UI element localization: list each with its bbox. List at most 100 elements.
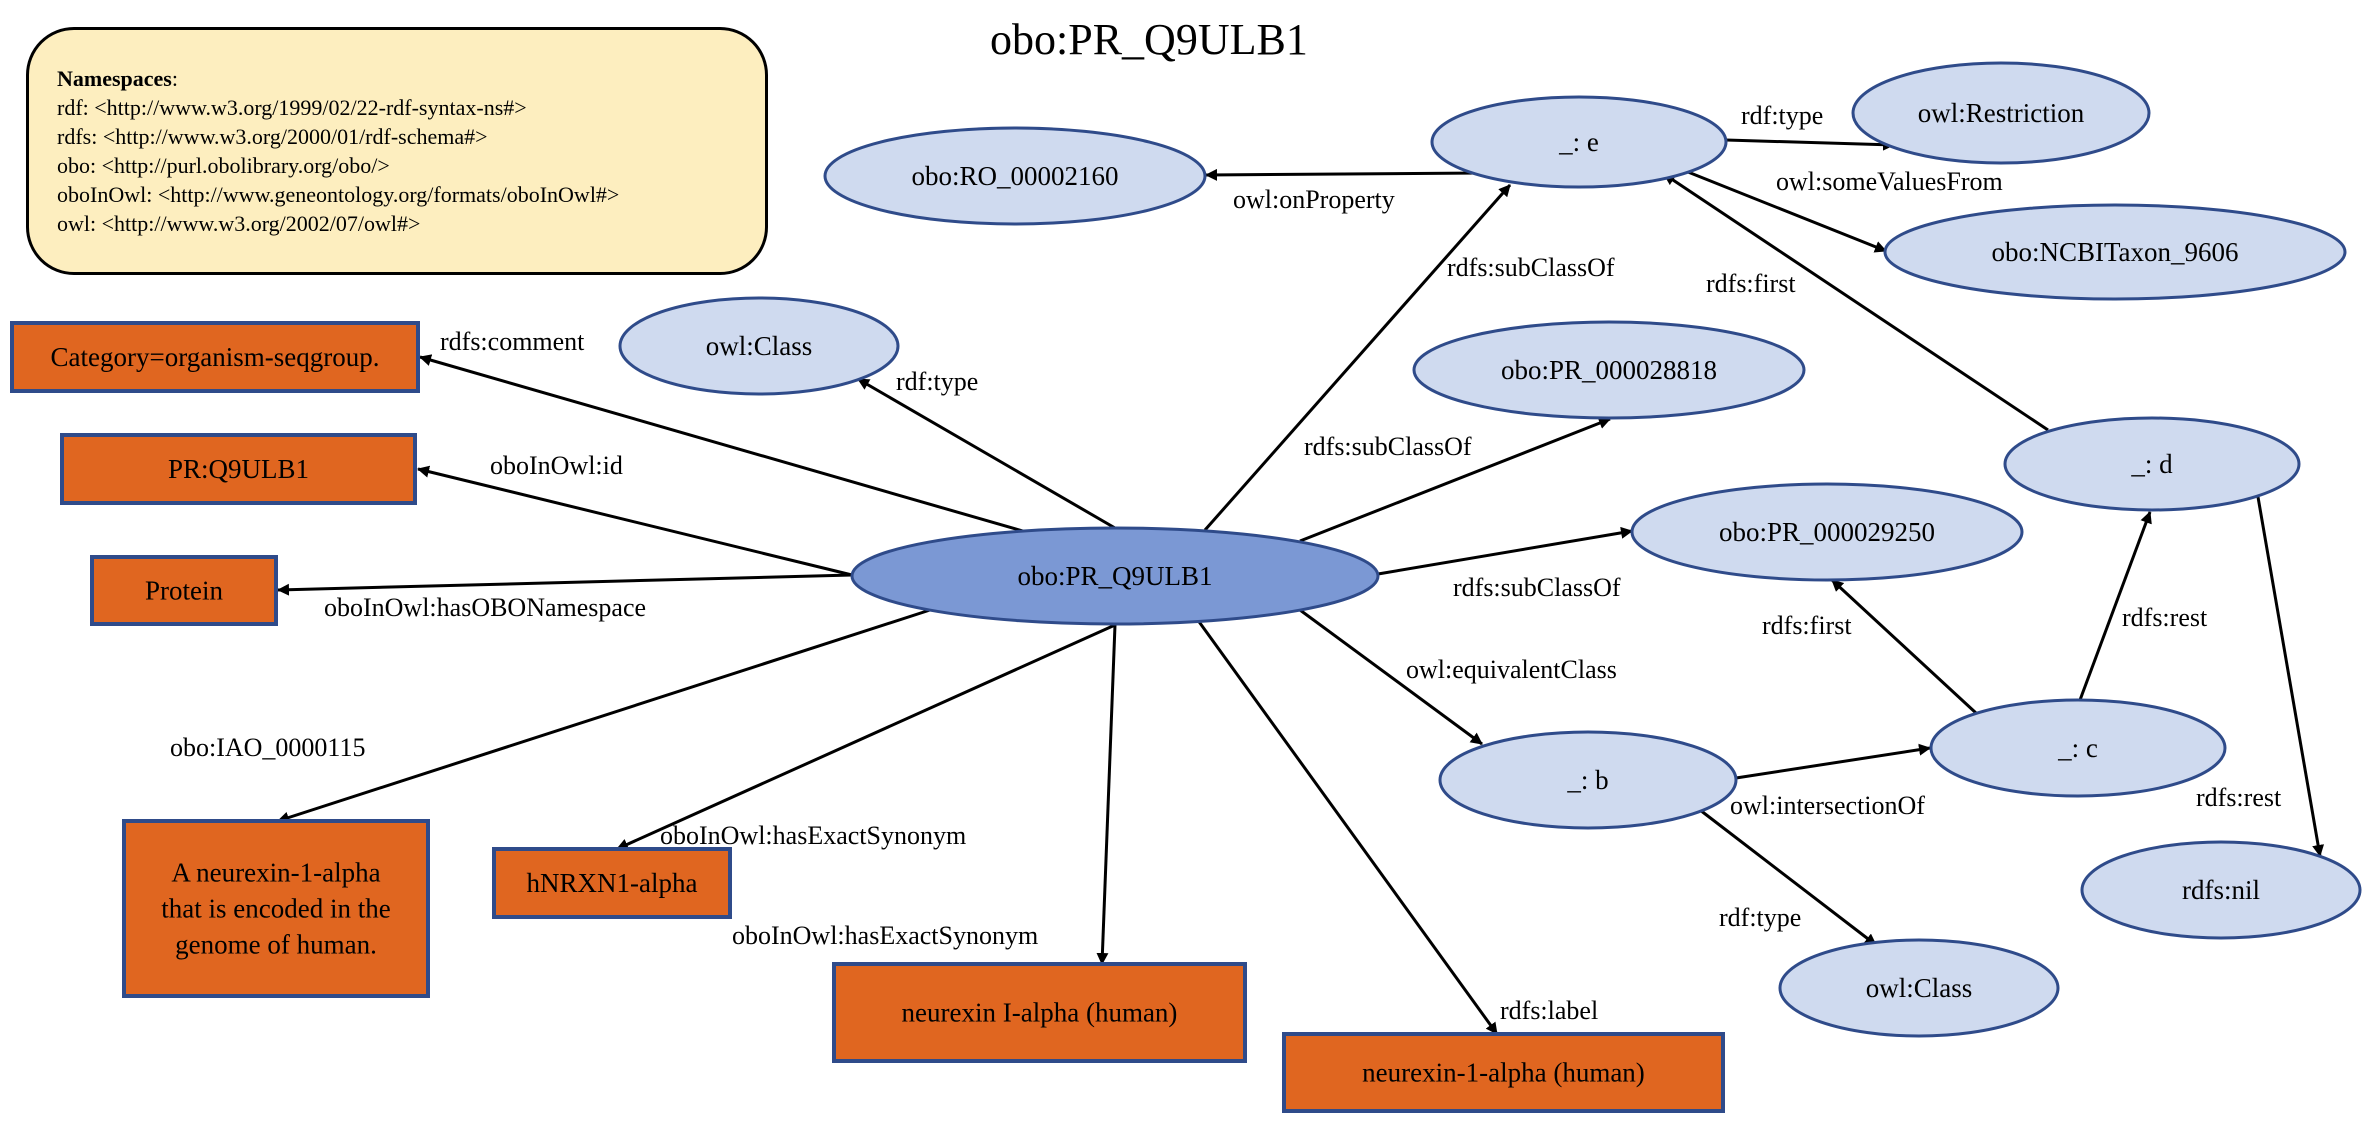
namespace-obo: obo: <http://purl.obolibrary.org/obo/> xyxy=(57,153,390,178)
namespaces-heading: Namespaces: xyxy=(57,66,178,91)
node-c: _: c xyxy=(1929,698,2227,798)
central-node-shape xyxy=(850,526,1380,626)
node-ro: obo:RO_00002160 xyxy=(823,126,1207,226)
node-owlclass2: owl:Class xyxy=(1778,938,2060,1038)
literal-node-shape xyxy=(832,962,1247,1063)
edge-d-to-nil xyxy=(2256,496,2325,857)
literal-node-shape xyxy=(1282,1032,1725,1113)
resource-node-shape xyxy=(1883,203,2347,301)
node-label: _: b xyxy=(1566,765,1608,795)
edge-e-to-ncbi xyxy=(1687,170,1887,253)
edge-label: owl:someValuesFrom xyxy=(1776,167,2003,196)
node-e: _: e xyxy=(1430,95,1728,189)
literal-node-shape xyxy=(90,555,278,626)
node-label: neurexin-1-alpha (human) xyxy=(1362,1058,1645,1088)
literal-node-shape xyxy=(60,433,417,505)
node-label: obo:PR_000029250 xyxy=(1719,517,1935,547)
edge-label: rdfs:first xyxy=(1762,611,1852,640)
edge-center-to-protein xyxy=(277,573,853,596)
edge-label: rdf:type xyxy=(1719,903,1801,932)
node-pr28818: obo:PR_000028818 xyxy=(1412,320,1806,420)
node-label: that is encoded in the xyxy=(161,894,390,924)
edge-label: rdf:type xyxy=(1741,101,1823,130)
literal-node-shape xyxy=(492,847,732,919)
edge-center-to-category xyxy=(419,354,1041,538)
edge-b-to-owlclass2 xyxy=(1699,808,1877,947)
edge-center-to-pr28818 xyxy=(1299,417,1611,543)
edge-label: owl:equivalentClass xyxy=(1406,655,1617,684)
node-label: obo:PR_000028818 xyxy=(1501,355,1717,385)
edge-center-to-prid xyxy=(417,465,853,577)
resource-node-shape xyxy=(1778,938,2060,1038)
resource-node-shape xyxy=(1430,95,1728,189)
resource-node-shape xyxy=(2080,840,2362,940)
node-label: rdfs:nil xyxy=(2182,875,2260,905)
edge-d-to-e xyxy=(1663,172,2049,432)
edge-label: rdfs:subClassOf xyxy=(1453,573,1621,602)
literal-node-shape xyxy=(10,321,420,393)
edge-label: rdfs:rest xyxy=(2196,783,2282,812)
edge-label: oboInOwl:hasExactSynonym xyxy=(660,821,966,850)
node-label: Protein xyxy=(145,576,223,606)
edge-label: owl:onProperty xyxy=(1233,185,1395,214)
namespaces-panel: Namespaces: rdf: <http://www.w3.org/1999… xyxy=(26,27,768,275)
namespace-oboinowl: oboInOwl: <http://www.geneontology.org/f… xyxy=(57,182,620,207)
edge-label: oboInOwl:hasOBONamespace xyxy=(324,593,646,622)
node-label: obo:RO_00002160 xyxy=(911,161,1118,191)
edge-label: oboInOwl:hasExactSynonym xyxy=(732,921,1038,950)
node-b: _: b xyxy=(1438,730,1738,830)
resource-node-shape xyxy=(1851,61,2151,165)
edge-center-to-syn1 xyxy=(616,623,1116,851)
namespace-owl: owl: <http://www.w3.org/2002/07/owl#> xyxy=(57,211,421,236)
edge-label: rdfs:label xyxy=(1500,996,1598,1025)
literal-node-shape xyxy=(122,819,430,998)
node-restriction: owl:Restriction xyxy=(1851,61,2151,165)
resource-node-shape xyxy=(823,126,1207,226)
edge-center-to-b xyxy=(1299,608,1483,746)
node-label: Category=organism-seqgroup. xyxy=(51,342,380,372)
edge-label: rdfs:subClassOf xyxy=(1304,432,1472,461)
resource-node-shape xyxy=(1438,730,1738,830)
resource-node-shape xyxy=(618,296,900,396)
node-label: _: c xyxy=(2057,733,2098,763)
node-label: obo:NCBITaxon_9606 xyxy=(1991,237,2238,267)
node-label: _: e xyxy=(1558,127,1599,157)
node-label: genome of human. xyxy=(175,930,377,960)
edge-b-to-c xyxy=(1735,743,1931,780)
node-pr29250: obo:PR_000029250 xyxy=(1630,482,2024,582)
node-label: neurexin I-alpha (human) xyxy=(902,998,1178,1028)
edge-c-to-pr29250 xyxy=(1830,578,1978,715)
node-syn2: neurexin I-alpha (human) xyxy=(832,962,1247,1063)
node-label: obo:PR_Q9ULB1 xyxy=(1017,561,1212,591)
node-label: PR:Q9ULB1 xyxy=(168,454,309,484)
edge-c-to-d xyxy=(2078,511,2152,701)
edge-label: owl:intersectionOf xyxy=(1730,791,1925,820)
edge-label: rdfs:rest xyxy=(2122,603,2208,632)
node-label: _: d xyxy=(2130,449,2173,479)
resource-node-shape xyxy=(1929,698,2227,798)
edge-center-to-e xyxy=(1203,184,1512,531)
node-protein: Protein xyxy=(90,555,278,626)
namespace-rdf: rdf: <http://www.w3.org/1999/02/22-rdf-s… xyxy=(57,95,527,120)
node-label: hNRXN1-alpha xyxy=(527,868,698,898)
resource-node-shape xyxy=(1630,482,2024,582)
edge-label: oboInOwl:id xyxy=(490,451,623,480)
resource-node-shape xyxy=(2003,416,2301,512)
edge-label: rdf:type xyxy=(896,367,978,396)
edge-e-to-restriction xyxy=(1725,138,1895,151)
node-label: owl:Class xyxy=(1866,973,1973,1003)
node-prid: PR:Q9ULB1 xyxy=(60,433,417,505)
node-nil: rdfs:nil xyxy=(2080,840,2362,940)
diagram-title: obo:PR_Q9ULB1 xyxy=(990,15,1308,64)
node-label: owl:Restriction xyxy=(1918,98,2085,128)
edge-label: rdfs:first xyxy=(1706,269,1796,298)
edge-e-to-ro xyxy=(1205,168,1483,181)
node-owlclass1: owl:Class xyxy=(618,296,900,396)
edge-label: rdfs:subClassOf xyxy=(1447,253,1615,282)
edge-center-to-syn2 xyxy=(1096,624,1117,965)
node-center: obo:PR_Q9ULB1 xyxy=(850,526,1380,626)
namespace-rdfs: rdfs: <http://www.w3.org/2000/01/rdf-sch… xyxy=(57,124,488,149)
resource-node-shape xyxy=(1412,320,1806,420)
